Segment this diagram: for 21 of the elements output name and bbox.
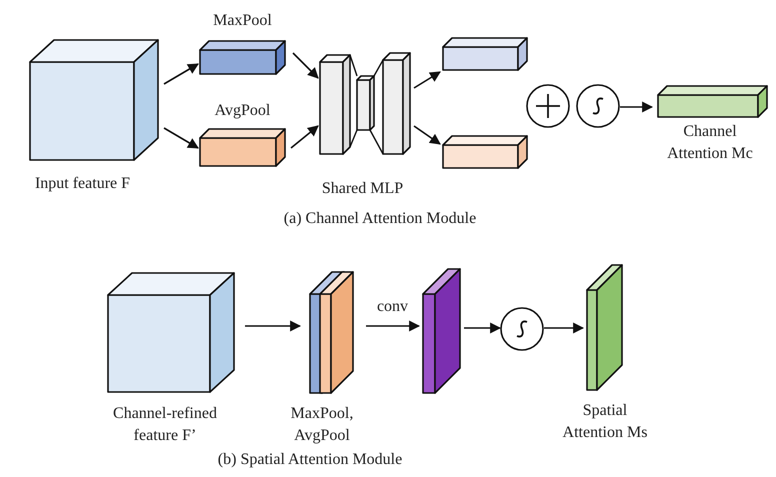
arrow xyxy=(245,320,302,332)
arrow xyxy=(164,127,199,149)
arrow xyxy=(544,322,584,334)
arrow xyxy=(464,322,502,334)
node-label: MaxPool xyxy=(212,11,273,31)
arrow xyxy=(414,71,441,89)
node-label: MaxPool, AvgPool xyxy=(290,404,354,446)
caption: (a) Channel Attention Module xyxy=(284,210,476,228)
node-label: Channel Attention Mc xyxy=(666,122,754,164)
arrow xyxy=(290,125,319,149)
arrow xyxy=(366,320,420,332)
arrow xyxy=(292,52,319,79)
caption: (b) Spatial Attention Module xyxy=(218,451,402,469)
arrow xyxy=(164,63,199,85)
arrow xyxy=(414,125,441,145)
node-label: Spatial Attention Ms xyxy=(562,401,648,443)
node-label: AvgPool xyxy=(214,101,272,121)
arrow xyxy=(620,102,654,112)
node-label: Shared MLP xyxy=(320,179,404,199)
node-label: Channel-refined feature F’ xyxy=(112,404,218,446)
node-label: Input feature F xyxy=(34,174,132,194)
